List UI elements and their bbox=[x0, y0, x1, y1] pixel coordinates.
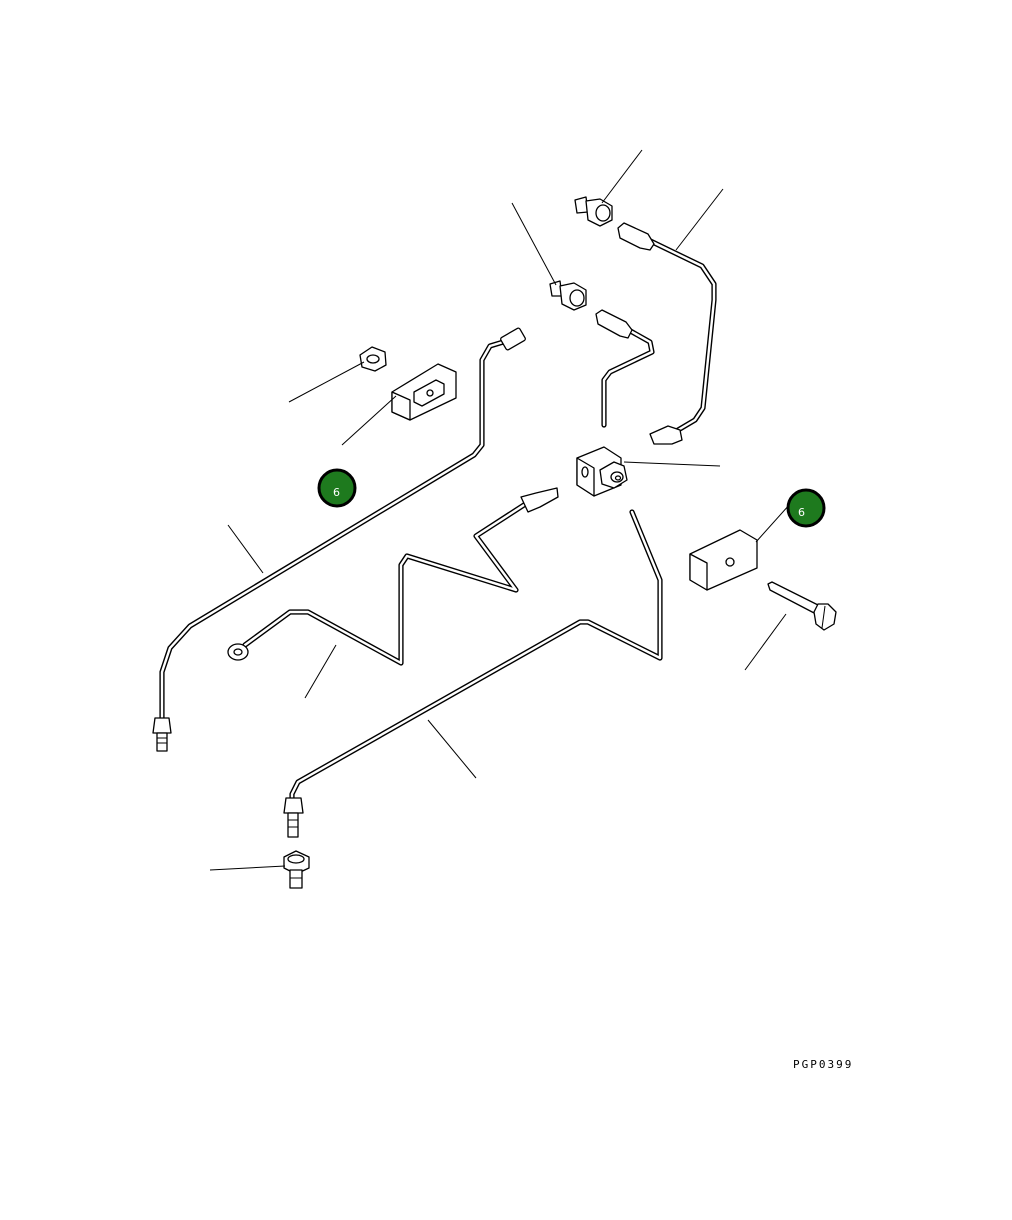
elbow-fitting-top bbox=[574, 196, 613, 227]
tube-end-fitting bbox=[152, 327, 526, 752]
hex-nut bbox=[359, 346, 387, 372]
tube-upper-short bbox=[595, 309, 655, 428]
clamp-block-right bbox=[689, 529, 758, 591]
drawing-code-label: PGP0399 bbox=[793, 1058, 854, 1071]
tube-zigzag bbox=[227, 487, 559, 666]
callout-balloon: 6 bbox=[786, 488, 826, 528]
tube-lower-long bbox=[283, 509, 663, 838]
tube-upper-right bbox=[617, 222, 717, 445]
tube-left-long bbox=[159, 337, 513, 725]
elbow-fitting-middle bbox=[549, 280, 587, 311]
tube-joint-block bbox=[576, 446, 628, 497]
callout-label: 6 bbox=[333, 486, 340, 499]
bolt bbox=[767, 581, 837, 631]
clamp-block-left bbox=[391, 363, 457, 421]
callout-label: 6 bbox=[798, 506, 805, 519]
union-fitting bbox=[283, 850, 310, 889]
callout-balloon: 6 bbox=[317, 468, 357, 508]
leader-lines bbox=[209, 149, 791, 871]
